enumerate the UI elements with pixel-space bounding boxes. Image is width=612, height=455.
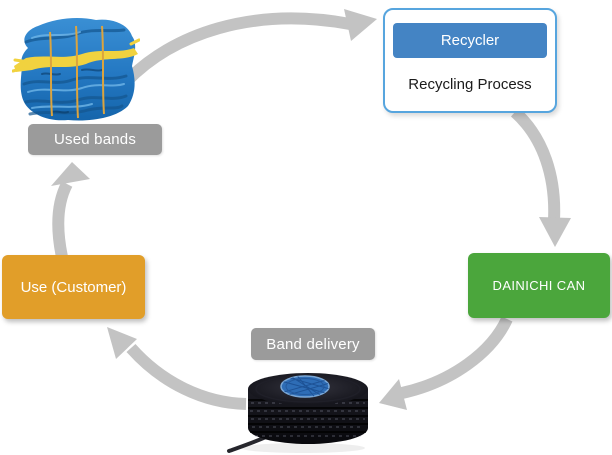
band-roll-photo [227,373,368,453]
band-delivery-label: Band delivery [251,328,375,360]
band-delivery-label-text: Band delivery [266,335,360,353]
arrow-band-delivery-to-customer [126,343,247,410]
arrow-recycler-to-dainichi [510,107,561,221]
arrowhead-to-band-delivery [379,379,407,410]
dainichi-can-node: DAINICHI CAN [468,253,610,318]
arrow-customer-to-used-bands [52,181,73,259]
recycler-button: Recycler [393,23,547,58]
use-customer-label: Use (Customer) [20,278,127,296]
use-customer-node: Use (Customer) [2,255,145,319]
arrowhead-to-dainichi [539,217,571,247]
recycler-button-text: Recycler [440,32,500,49]
arrowhead-to-recycler [344,9,377,41]
recycler-node: Recycler Recycling Process [383,8,557,113]
arrow-dainichi-to-band-delivery [400,316,513,399]
recycling-process-label: Recycling Process [408,76,532,93]
used-bands-label: Used bands [28,124,162,155]
arrowhead-to-customer [107,327,137,359]
used-bands-photo [12,18,140,121]
dainichi-can-label: DAINICHI CAN [492,278,586,293]
arrow-used-bands-to-recycler [121,12,352,87]
arrowhead-to-used-bands [51,162,90,186]
used-bands-label-text: Used bands [53,131,137,148]
